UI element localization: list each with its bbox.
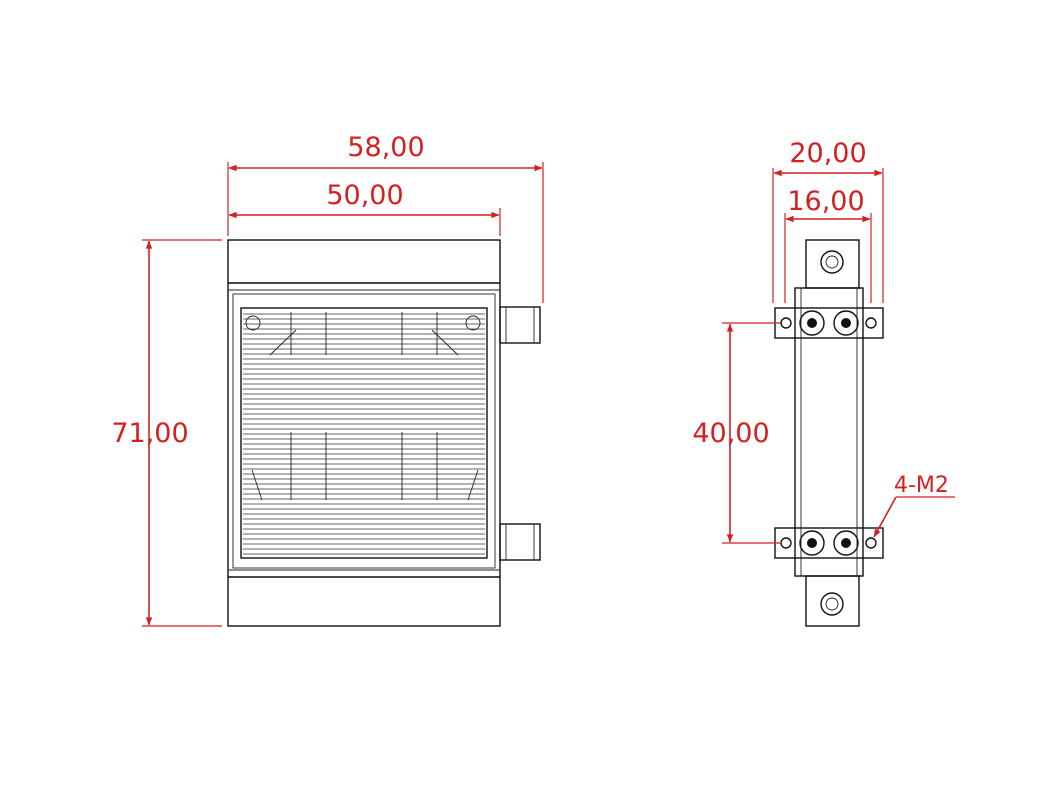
- fitting-bottom: [499, 523, 541, 561]
- port-icon: [799, 310, 825, 336]
- cooling-fins: [243, 313, 485, 555]
- dimension-outer-width: 20,00: [772, 138, 884, 303]
- dim-label-core-width: 50,00: [326, 180, 403, 211]
- front-body-outline: [227, 239, 501, 627]
- fitting-top: [499, 306, 541, 344]
- m2-hole-icon: [780, 537, 792, 549]
- dim-label-hole-spacing: 40,00: [692, 418, 769, 449]
- dimension-hole-spacing: 40,00: [692, 322, 780, 544]
- bottom-mount-tab: [805, 575, 860, 627]
- dim-label-height: 71,00: [111, 418, 188, 449]
- dimension-overall-width: 58,00: [227, 132, 544, 303]
- m2-hole-icon: [865, 537, 877, 549]
- front-view: 58,00 50,00 71,00: [111, 132, 544, 627]
- top-port-plate: [774, 307, 884, 339]
- dim-label-outer-width: 20,00: [789, 138, 866, 169]
- port-icon: [833, 310, 859, 336]
- dim-label-overall-width: 58,00: [347, 132, 424, 163]
- thread-callout: 4-M2: [873, 473, 955, 538]
- port-icon: [833, 530, 859, 556]
- m2-hole-icon: [865, 317, 877, 329]
- dimension-inner-width: 16,00: [784, 186, 872, 303]
- corner-screw-icon: [245, 315, 261, 331]
- dimension-height: 71,00: [111, 239, 222, 627]
- m2-hole-icon: [780, 317, 792, 329]
- callout-label-thread: 4-M2: [894, 473, 949, 498]
- fin-grille: [240, 307, 488, 559]
- dimension-core-width: 50,00: [228, 180, 501, 236]
- top-mount-tab: [805, 239, 860, 289]
- channel-lines: [251, 312, 479, 501]
- corner-screw-icon: [465, 315, 481, 331]
- dim-label-inner-width: 16,00: [787, 186, 864, 217]
- bottom-port-plate: [774, 527, 884, 559]
- side-view: 20,00 16,00 40,00 4-M2: [692, 138, 955, 627]
- front-inner-frame: [232, 293, 496, 569]
- port-icon: [799, 530, 825, 556]
